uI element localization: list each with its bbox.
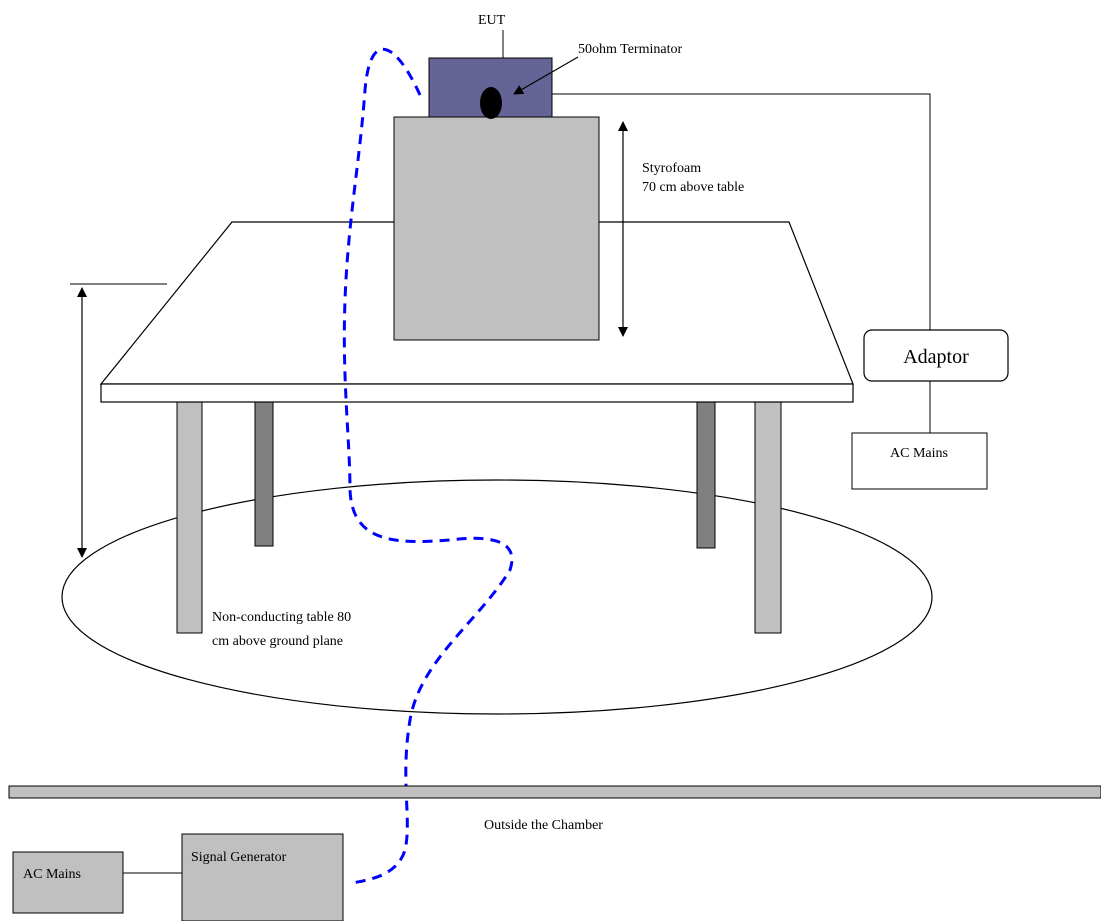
table-leg-front-right xyxy=(754,400,782,634)
signal-cable xyxy=(342,47,514,886)
terminator-label: 50ohm Terminator xyxy=(578,42,682,57)
table-leg-front-left xyxy=(176,400,203,634)
eut-label: EUT xyxy=(478,13,506,28)
power-cable xyxy=(552,93,931,330)
table-label-line2: cm above ground plane xyxy=(212,634,343,649)
signal-generator-box xyxy=(181,833,344,921)
adaptor-label: Adaptor xyxy=(903,346,969,368)
ac-mains-right-label: AC Mains xyxy=(890,446,948,461)
table-leg-back-right xyxy=(696,400,716,549)
terminator-dot xyxy=(480,87,502,119)
signal-generator-label: Signal Generator xyxy=(191,850,287,865)
ac-mains-left-box xyxy=(12,851,124,914)
adaptor-box xyxy=(863,329,1009,382)
styrofoam-block xyxy=(393,116,600,341)
table-edge xyxy=(100,383,854,403)
styrofoam-label-line2: 70 cm above table xyxy=(642,180,744,195)
outside-chamber-label: Outside the Chamber xyxy=(484,818,603,833)
styrofoam-label-line1: Styrofoam xyxy=(642,161,701,176)
table-leg-back-left xyxy=(254,400,274,547)
chamber-wall xyxy=(8,785,1101,799)
ac-mains-right-box xyxy=(851,432,988,490)
terminator-arrow xyxy=(513,56,579,95)
table-label-line1: Non-conducting table 80 xyxy=(212,610,351,625)
ac-mains-left-label: AC Mains xyxy=(23,867,81,882)
